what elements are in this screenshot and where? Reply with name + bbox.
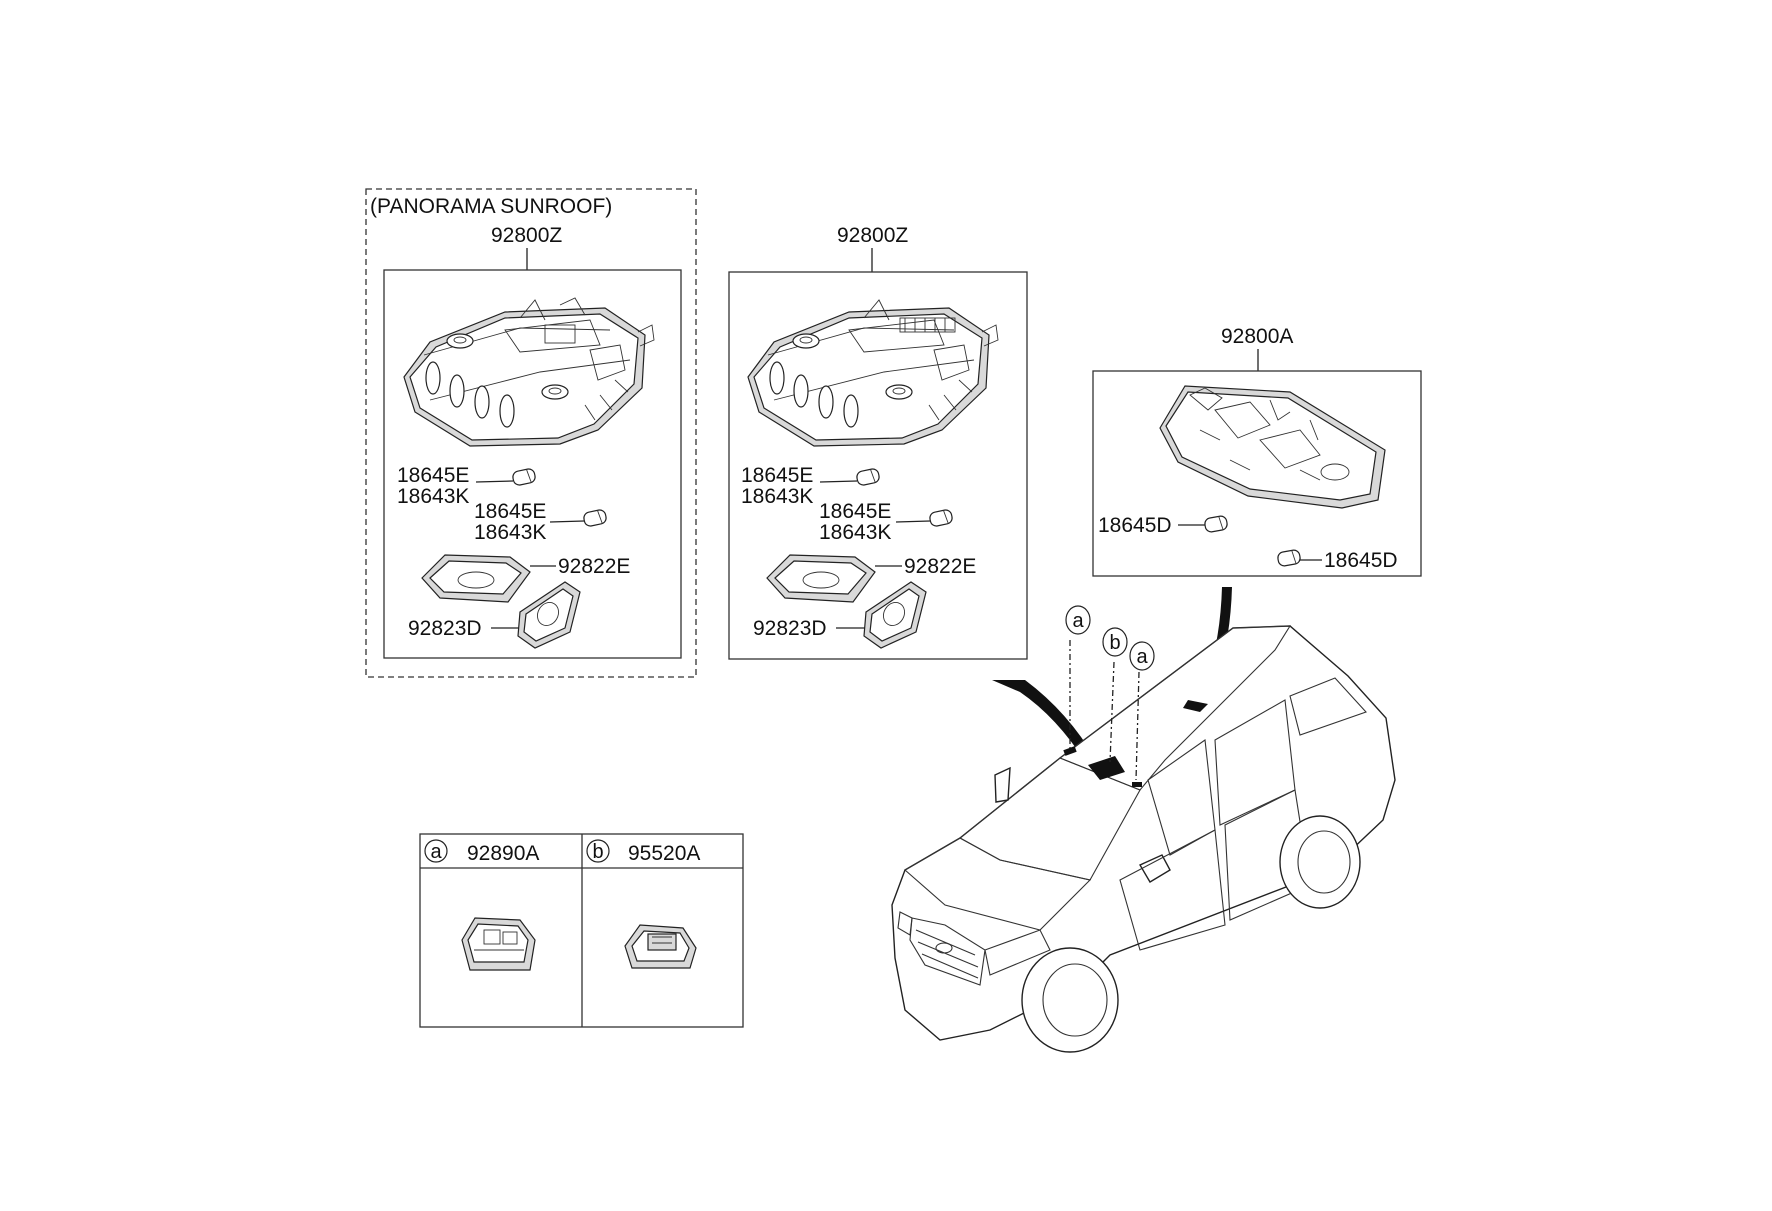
bulb-1 <box>856 468 880 486</box>
legend-a-part: 92890A <box>467 842 539 865</box>
callout-a-2: a <box>1129 641 1155 671</box>
standard-frame <box>728 271 1028 660</box>
legend-a-letter: a <box>430 841 442 863</box>
overhead-console-drawing <box>403 297 655 447</box>
bulb-1 <box>512 468 536 486</box>
map-lamp-a-drawing <box>461 917 536 971</box>
legend-a-marker <box>424 839 448 863</box>
svg-text:a: a <box>1072 610 1084 632</box>
overhead-console-drawing <box>747 299 999 447</box>
bulb-right-label: 18645D <box>1324 549 1398 572</box>
rear-assembly-label: 92800A <box>1221 325 1293 348</box>
bulb-1-leader <box>819 480 858 483</box>
lens-drawing <box>863 581 927 649</box>
bulb-1-label-b: 18643K <box>397 485 469 508</box>
bezel-drawing <box>766 554 876 603</box>
switch-b-drawing <box>624 924 697 969</box>
bulb-1-label-b: 18643K <box>741 485 813 508</box>
bulb-left-label: 18645D <box>1098 514 1172 537</box>
bulb-left <box>1204 515 1228 533</box>
bulb-2-label-a: 18645E <box>819 500 891 523</box>
bulb-2-label-b: 18643K <box>474 521 546 544</box>
room-lamp-drawing <box>1159 385 1386 509</box>
group-standard: 92800Z 18645E 1 <box>728 224 1028 660</box>
group-rear-lamp: 92800A 18645D 18645D <box>1092 325 1422 577</box>
bezel-label: 92822E <box>558 555 630 578</box>
legend-table: a 92890A b 95520A <box>419 833 744 1028</box>
panorama-caption: (PANORAMA SUNROOF) <box>370 195 612 218</box>
rear-frame <box>1092 370 1422 577</box>
group-panorama-sunroof: (PANORAMA SUNROOF) 92800Z <box>365 188 697 678</box>
bulb-1-leader <box>475 480 514 483</box>
bulb-2-label-a: 18645E <box>474 500 546 523</box>
legend-b-part: 95520A <box>628 842 700 865</box>
front-console-mark <box>1088 756 1125 780</box>
vehicle-drawing: a b a <box>891 587 1396 1053</box>
svg-text:b: b <box>1109 632 1120 654</box>
callout-b: b <box>1102 627 1128 657</box>
bulb-2-label-b: 18643K <box>819 521 891 544</box>
lens-drawing <box>517 581 581 649</box>
bulb-1-label-a: 18645E <box>397 464 469 487</box>
bezel-label: 92822E <box>904 555 976 578</box>
bulb-2-leader <box>895 520 931 523</box>
lens-label: 92823D <box>753 617 827 640</box>
panorama-dashed-frame <box>365 188 697 678</box>
svg-text:a: a <box>1136 646 1148 668</box>
bulb-2 <box>583 509 607 527</box>
bulb-2 <box>929 509 953 527</box>
bulb-right <box>1277 549 1301 567</box>
bulb-2-leader <box>549 520 585 523</box>
bezel-drawing <box>421 554 531 603</box>
bulb-1-label-a: 18645E <box>741 464 813 487</box>
pointer-rear-lamp <box>1194 587 1232 715</box>
legend-b-marker <box>586 839 610 863</box>
panorama-inner-frame <box>383 269 682 659</box>
standard-assembly-label: 92800Z <box>837 224 908 247</box>
lens-label: 92823D <box>408 617 482 640</box>
callout-a-1: a <box>1065 605 1091 635</box>
rear-lamp-mark <box>1183 700 1208 712</box>
legend-b-letter: b <box>592 841 603 863</box>
panorama-assembly-label: 92800Z <box>491 224 562 247</box>
